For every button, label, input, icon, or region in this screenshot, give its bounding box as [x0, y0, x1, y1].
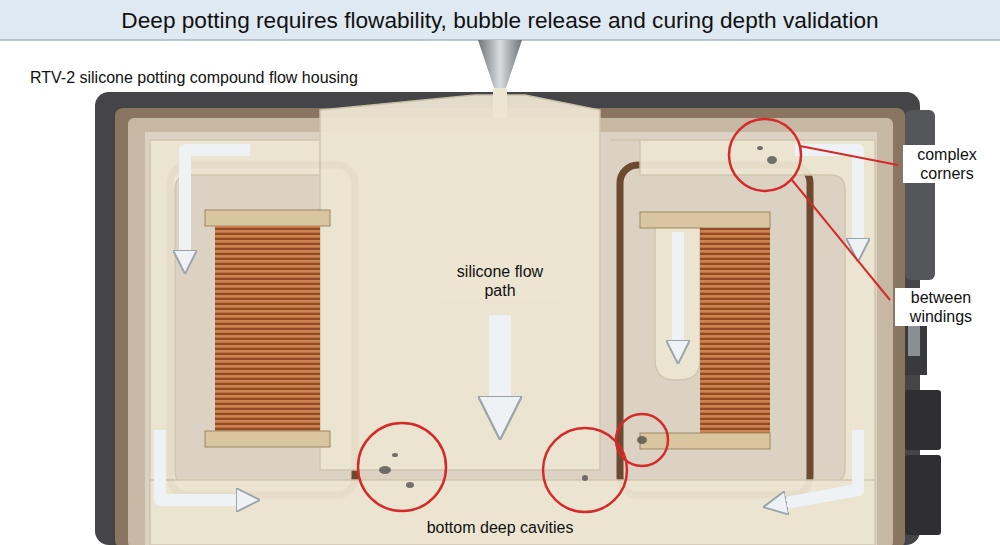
left-coil — [205, 210, 330, 447]
silicone-mass — [150, 95, 875, 545]
title-band — [0, 0, 1000, 40]
flow-arrow — [160, 150, 858, 505]
callout-label: bottom deep cavities — [400, 518, 600, 537]
dispense-nozzle — [478, 40, 522, 88]
title: Deep potting requires flowability, bubbl… — [0, 0, 1000, 40]
callout-label: complex corners — [903, 145, 991, 183]
right-coil — [640, 212, 770, 449]
callout-label: between windings — [895, 288, 987, 326]
caption-label: RTV-2 silicone potting compound flow hou… — [28, 68, 458, 87]
flow-label: silicone flow path — [440, 262, 560, 300]
leader-line — [792, 146, 898, 300]
callout-circle — [358, 119, 801, 512]
